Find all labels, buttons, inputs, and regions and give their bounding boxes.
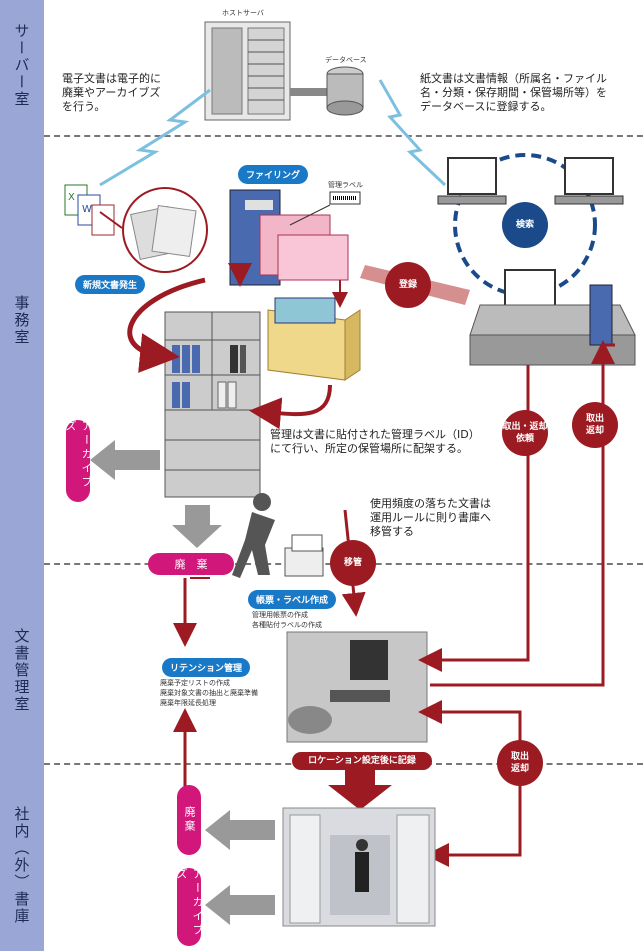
- bookcase-icon: [164, 311, 261, 498]
- document-files-icon: X W: [64, 184, 115, 236]
- retention-item: 廃棄予定リストの作成: [160, 679, 230, 687]
- swimlane-bar: [0, 0, 44, 951]
- paper-docs-note: 紙文書は文書情報（所属名・ファイル 名・分類・保存期間・保管場所等）を データベ…: [420, 72, 607, 113]
- lightning-bolt-icon: [378, 79, 447, 187]
- svg-text:X: X: [68, 192, 75, 203]
- worker-icon: [232, 493, 324, 578]
- warehouse-disposal-arrow: [205, 810, 275, 850]
- location-record-banner: ロケーション設定後に記録: [292, 752, 432, 770]
- disposal-gray-arrow: [172, 505, 222, 548]
- host-server-label: ホストサーバ: [222, 9, 264, 17]
- location-arrow: [328, 770, 392, 810]
- lane-records: 文書管理室: [12, 627, 31, 713]
- lightning-bolt-icon: [99, 88, 211, 187]
- search-badge: 検索: [502, 202, 548, 248]
- ledger-item: 各種貼付ラベルの作成: [252, 621, 322, 629]
- retention-item: 廃棄年限延長処理: [160, 699, 216, 707]
- retrieve-return-badge: 取出 返却: [572, 402, 618, 448]
- warehouse-photo: [282, 807, 436, 927]
- database-label: データベース: [325, 56, 367, 64]
- mgmt-label-text: 管理ラベル: [328, 181, 363, 189]
- divider-1: [44, 135, 643, 137]
- file-to-shelf-arrow: [127, 277, 206, 373]
- connector-bar: [290, 88, 330, 96]
- lane-server: サーバー室: [12, 22, 31, 108]
- ledger-label-tag: 帳票・ラベル作成: [248, 590, 337, 609]
- archive-gray-arrow: [90, 440, 160, 480]
- archives-label-office: アーカイブズ: [64, 420, 93, 502]
- electronic-docs-note: 電子文書は電子的に 廃棄やアーカイブズ を行う。: [62, 72, 161, 113]
- laptop-icon: [554, 157, 624, 205]
- file-box-icon: [267, 297, 361, 381]
- ledger-item: 管理用帳票の作成: [252, 611, 308, 619]
- warehouse-retrieve-line: [425, 770, 522, 867]
- warehouse-retrieve-badge: 取出 返却: [497, 740, 543, 786]
- filing-tag: ファイリング: [238, 165, 309, 184]
- transfer-note: 使用頻度の落ちた文書は 運用ルールに則り書庫へ 移管する: [370, 497, 491, 538]
- laptop-icon: [437, 157, 507, 205]
- disposal-label-warehouse: 廃棄: [177, 785, 201, 855]
- retrieve-request-badge: 取出・返却 依頼: [502, 410, 548, 456]
- database-icon: [326, 66, 364, 116]
- mgmt-note: 管理は文書に貼付された管理ラベル（ID） にて行い、所定の保管場所に配架する。: [270, 428, 480, 455]
- binder-icon: [229, 189, 349, 286]
- return-line: [430, 340, 615, 687]
- retention-item: 廃棄対象文書の抽出と廃棄準備: [160, 689, 258, 697]
- disposal-pill: 廃 棄: [148, 553, 234, 575]
- new-doc-tag: 新規文書発生: [75, 275, 146, 294]
- box-to-shelf-arrow: [249, 384, 332, 430]
- archives-label-warehouse: アーカイブズ: [175, 868, 204, 946]
- host-server-icon: [204, 21, 291, 121]
- retention-tag: リテンション管理: [162, 658, 251, 677]
- lane-warehouse: 社内（外）書庫: [12, 805, 31, 925]
- office-photo: [286, 631, 428, 743]
- retrieve-request-line: [418, 365, 530, 672]
- lane-office: 事務室: [12, 294, 31, 346]
- transfer-badge: 移管: [330, 540, 376, 586]
- laptop-icon: [504, 269, 556, 309]
- svg-text:W: W: [82, 204, 92, 215]
- search-ring: [453, 153, 597, 297]
- warehouse-archive-arrow: [205, 885, 275, 925]
- register-badge: 登録: [385, 262, 431, 308]
